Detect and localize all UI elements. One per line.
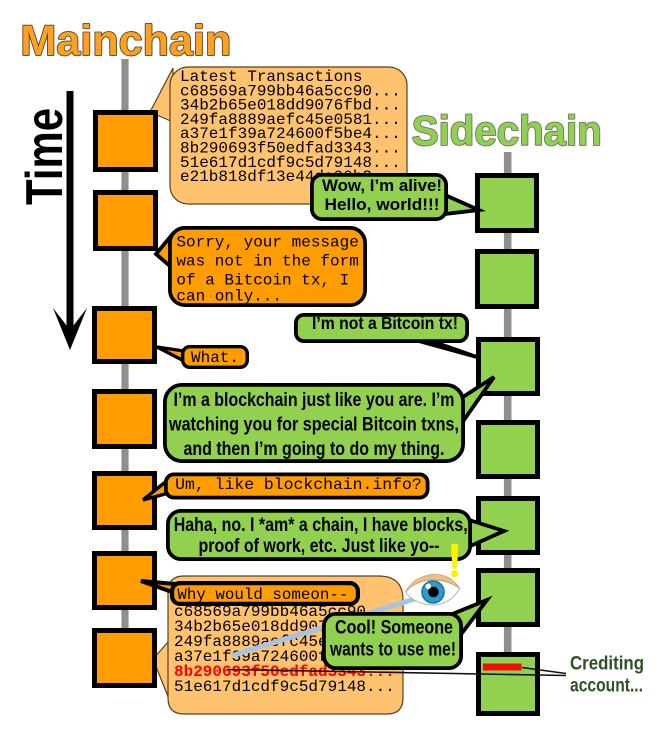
svg-text:51e617d1cdf9c5d79148...: 51e617d1cdf9c5d79148... bbox=[180, 154, 401, 172]
svg-text:wants to use me!: wants to use me! bbox=[329, 640, 456, 661]
svg-text:8b290693f50edfad3343...: 8b290693f50edfad3343... bbox=[180, 140, 401, 158]
svg-text:249fa8889aefc45e0581...: 249fa8889aefc45e0581... bbox=[180, 111, 401, 129]
svg-text:I’m not a Bitcoin tx!: I’m not a Bitcoin tx! bbox=[312, 313, 458, 333]
svg-text:Time: Time bbox=[16, 108, 74, 205]
svg-text:Hello, world!!!: Hello, world!!! bbox=[325, 195, 440, 214]
svg-text:I’m a blockchain just like you: I’m a blockchain just like you are. I’m bbox=[174, 389, 455, 411]
svg-text:Why would someon--: Why would someon-- bbox=[177, 586, 348, 604]
svg-text:34b2b65e018dd9076fbd...: 34b2b65e018dd9076fbd... bbox=[180, 97, 401, 115]
svg-text:account...: account... bbox=[570, 676, 643, 697]
svg-text:Haha, no. I *am* a chain, I ha: Haha, no. I *am* a chain, I have blocks, bbox=[174, 514, 468, 536]
svg-text:c68569a799bb46a5cc90...: c68569a799bb46a5cc90... bbox=[180, 82, 401, 100]
svg-text:Latest Transactions: Latest Transactions bbox=[180, 68, 362, 86]
svg-text:Sidechain: Sidechain bbox=[412, 107, 602, 154]
svg-text:Mainchain: Mainchain bbox=[20, 17, 231, 65]
svg-text:and then I’m going to do my th: and then I’m going to do my thing. bbox=[184, 438, 445, 460]
svg-text:proof of work, etc. Just like: proof of work, etc. Just like yo-- bbox=[199, 535, 440, 557]
svg-text:Um, like blockchain.info?: Um, like blockchain.info? bbox=[175, 476, 422, 494]
svg-text:Wow, I’m alive!: Wow, I’m alive! bbox=[322, 176, 442, 195]
svg-text:Sorry, your message: Sorry, your message bbox=[176, 234, 358, 252]
svg-text:can only...: can only... bbox=[176, 288, 282, 306]
svg-text:51e617d1cdf9c5d79148...: 51e617d1cdf9c5d79148... bbox=[174, 678, 395, 696]
svg-text:of a Bitcoin tx, I: of a Bitcoin tx, I bbox=[176, 272, 349, 290]
svg-text:Cool! Someone: Cool! Someone bbox=[335, 618, 453, 639]
svg-text:a37e1f39a724600f5be4...: a37e1f39a724600f5be4... bbox=[180, 125, 401, 143]
svg-text:Crediting: Crediting bbox=[570, 654, 644, 675]
svg-text:was not in the form: was not in the form bbox=[176, 253, 358, 271]
svg-text:What.: What. bbox=[191, 349, 239, 367]
svg-text:watching you for special Bitco: watching you for special Bitcoin txns, bbox=[168, 414, 459, 436]
